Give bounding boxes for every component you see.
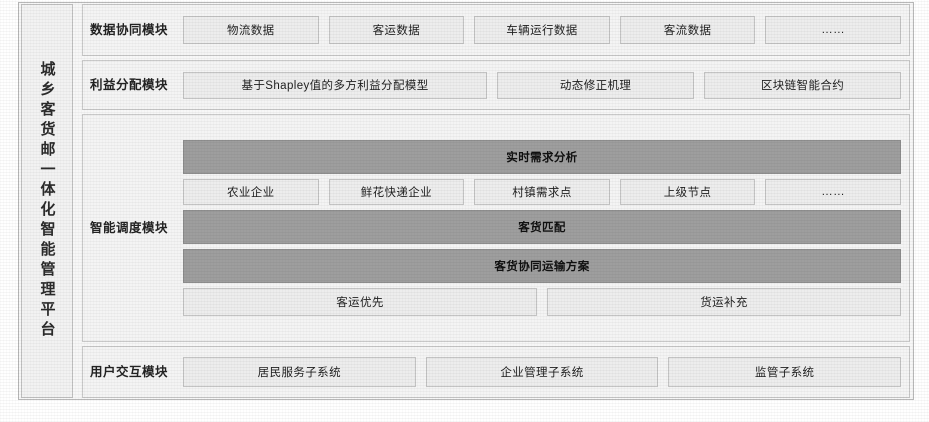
module-title-line1: 利益分配 <box>89 77 142 92</box>
chip-node-upper-level-node[interactable]: 上级节点 <box>619 179 756 205</box>
module-body-data-collaboration: 物流数据 客运数据 车辆运行数据 客流数据 …… <box>175 5 909 55</box>
module-row-intelligent-dispatch: 智能调度 模块 实时需求分析 农业企业 鲜花快递企业 村镇需求点 上级节点 ……… <box>82 114 910 342</box>
dispatch-demand-band-row: 实时需求分析 <box>183 140 901 174</box>
module-body-benefit-distribution: 基于Shapley值的多方利益分配模型 动态修正机理 区块链智能合约 <box>175 61 909 109</box>
dispatch-match-band-row: 客货匹配 <box>183 210 901 244</box>
chip-passenger-data[interactable]: 客运数据 <box>328 16 465 44</box>
chip-passenger-cargo-matching[interactable]: 客货匹配 <box>183 210 901 244</box>
dispatch-node-row: 农业企业 鲜花快递企业 村镇需求点 上级节点 …… <box>183 179 901 205</box>
chip-resident-service-subsystem[interactable]: 居民服务子系统 <box>183 357 416 387</box>
chip-logistics-data[interactable]: 物流数据 <box>183 16 319 44</box>
chip-realtime-demand-analysis[interactable]: 实时需求分析 <box>183 140 901 174</box>
module-title-line1: 数据协同 <box>89 22 142 37</box>
benefit-distribution-items: 基于Shapley值的多方利益分配模型 动态修正机理 区块链智能合约 <box>183 71 901 99</box>
chip-dynamic-correction[interactable]: 动态修正机理 <box>497 71 695 99</box>
user-interaction-items: 居民服务子系统 企业管理子系统 监管子系统 <box>183 357 902 387</box>
module-body-intelligent-dispatch: 实时需求分析 农业企业 鲜花快递企业 村镇需求点 上级节点 …… 客货匹配 客货… <box>175 115 909 341</box>
chip-collaborative-transport-plan[interactable]: 客货协同运输方案 <box>183 249 901 283</box>
chip-blockchain-contract[interactable]: 区块链智能合约 <box>704 71 901 99</box>
module-title-user-interaction: 用户交互 模块 <box>83 347 175 397</box>
module-title-intelligent-dispatch: 智能调度 模块 <box>83 115 175 341</box>
chip-node-ellipsis: …… <box>765 179 901 205</box>
data-collaboration-items: 物流数据 客运数据 车辆运行数据 客流数据 …… <box>183 16 901 44</box>
module-row-benefit-distribution: 利益分配 模块 基于Shapley值的多方利益分配模型 动态修正机理 区块链智能… <box>82 60 910 110</box>
chip-node-agriculture-enterprise[interactable]: 农业企业 <box>183 179 319 205</box>
chip-strategy-freight-supplement[interactable]: 货运补充 <box>547 288 901 316</box>
chip-strategy-passenger-priority[interactable]: 客运优先 <box>183 288 537 316</box>
platform-vertical-label-text: 城乡客货邮一体化智能管理平台 <box>38 61 56 341</box>
chip-enterprise-management-subsystem[interactable]: 企业管理子系统 <box>425 357 659 387</box>
module-title-line2: 模块 <box>142 220 169 235</box>
chip-vehicle-operation-data[interactable]: 车辆运行数据 <box>474 16 610 44</box>
module-row-data-collaboration: 数据协同 模块 物流数据 客运数据 车辆运行数据 客流数据 …… <box>82 4 910 56</box>
dispatch-strategy-row: 客运优先 货运补充 <box>183 288 901 316</box>
chip-node-flower-express-enterprise[interactable]: 鲜花快递企业 <box>328 179 465 205</box>
chip-passenger-flow-data[interactable]: 客流数据 <box>619 16 756 44</box>
module-title-line2: 模块 <box>142 364 169 379</box>
module-title-line1: 智能调度 <box>89 220 142 235</box>
module-title-benefit-distribution: 利益分配 模块 <box>83 61 175 109</box>
module-body-user-interaction: 居民服务子系统 企业管理子系统 监管子系统 <box>175 347 909 397</box>
chip-data-ellipsis: …… <box>765 16 901 44</box>
module-title-line2: 模块 <box>142 77 169 92</box>
module-title-line2: 模块 <box>142 22 169 37</box>
dispatch-plan-band-row: 客货协同运输方案 <box>183 249 901 283</box>
chip-shapley-model[interactable]: 基于Shapley值的多方利益分配模型 <box>183 71 488 99</box>
module-row-user-interaction: 用户交互 模块 居民服务子系统 企业管理子系统 监管子系统 <box>82 346 910 398</box>
module-title-line1: 用户交互 <box>89 364 142 379</box>
chip-node-village-demand-point[interactable]: 村镇需求点 <box>474 179 610 205</box>
platform-vertical-label: 城乡客货邮一体化智能管理平台 <box>21 4 73 398</box>
module-title-data-collaboration: 数据协同 模块 <box>83 5 175 55</box>
chip-supervision-subsystem[interactable]: 监管子系统 <box>668 357 902 387</box>
